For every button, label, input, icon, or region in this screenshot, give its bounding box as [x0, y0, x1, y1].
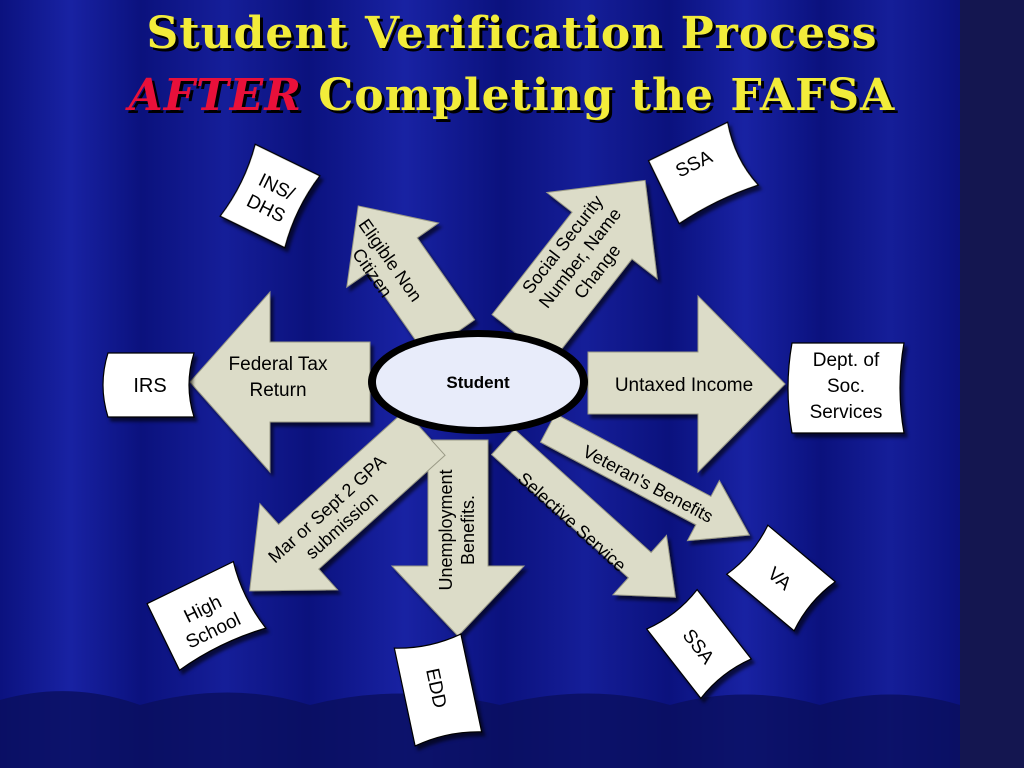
arrow-eligible-non-citizen [346, 205, 476, 355]
student-node: Student [368, 330, 588, 434]
title-line-2-rest: Completing the FAFSA [301, 70, 896, 121]
federal-tax-label-2: Return [249, 380, 306, 401]
doc-va [725, 524, 837, 632]
arrow-untaxed-income [587, 294, 786, 474]
doc-dept-soc-services [787, 342, 905, 434]
unemployment-label-2: Benefits. [458, 495, 478, 565]
untaxed-income-label: Untaxed Income [615, 375, 753, 396]
dept-soc-label-3: Services [810, 402, 883, 423]
title-highlight-after: AFTER [128, 70, 302, 121]
arrow-gpa-submission [249, 409, 446, 592]
unemployment-label-1: Unemployment [436, 469, 456, 590]
arrow-ssn-name-change [491, 179, 658, 363]
irs-label: IRS [133, 375, 166, 397]
doc-high-school [146, 560, 267, 672]
arrow-unemployment-benefits [390, 439, 526, 637]
federal-tax-label-1: Federal Tax [229, 354, 328, 375]
arrow-federal-tax-return [189, 290, 371, 474]
title-line-1: Student Verification Process [146, 8, 878, 59]
student-label: Student [446, 373, 510, 392]
dept-soc-label-1: Dept. of [813, 350, 880, 371]
dept-soc-label-2: Soc. [827, 376, 865, 397]
arrow-selective-service [490, 428, 676, 598]
doc-irs [102, 352, 195, 418]
doc-ssa-top [647, 121, 760, 225]
doc-edd [393, 633, 483, 747]
title-line-2: AFTER Completing the FAFSA [0, 70, 1024, 121]
arrow-veterans-benefits [539, 413, 751, 542]
doc-ins-dhs [219, 143, 321, 249]
doc-ssa-bottom [645, 588, 753, 700]
